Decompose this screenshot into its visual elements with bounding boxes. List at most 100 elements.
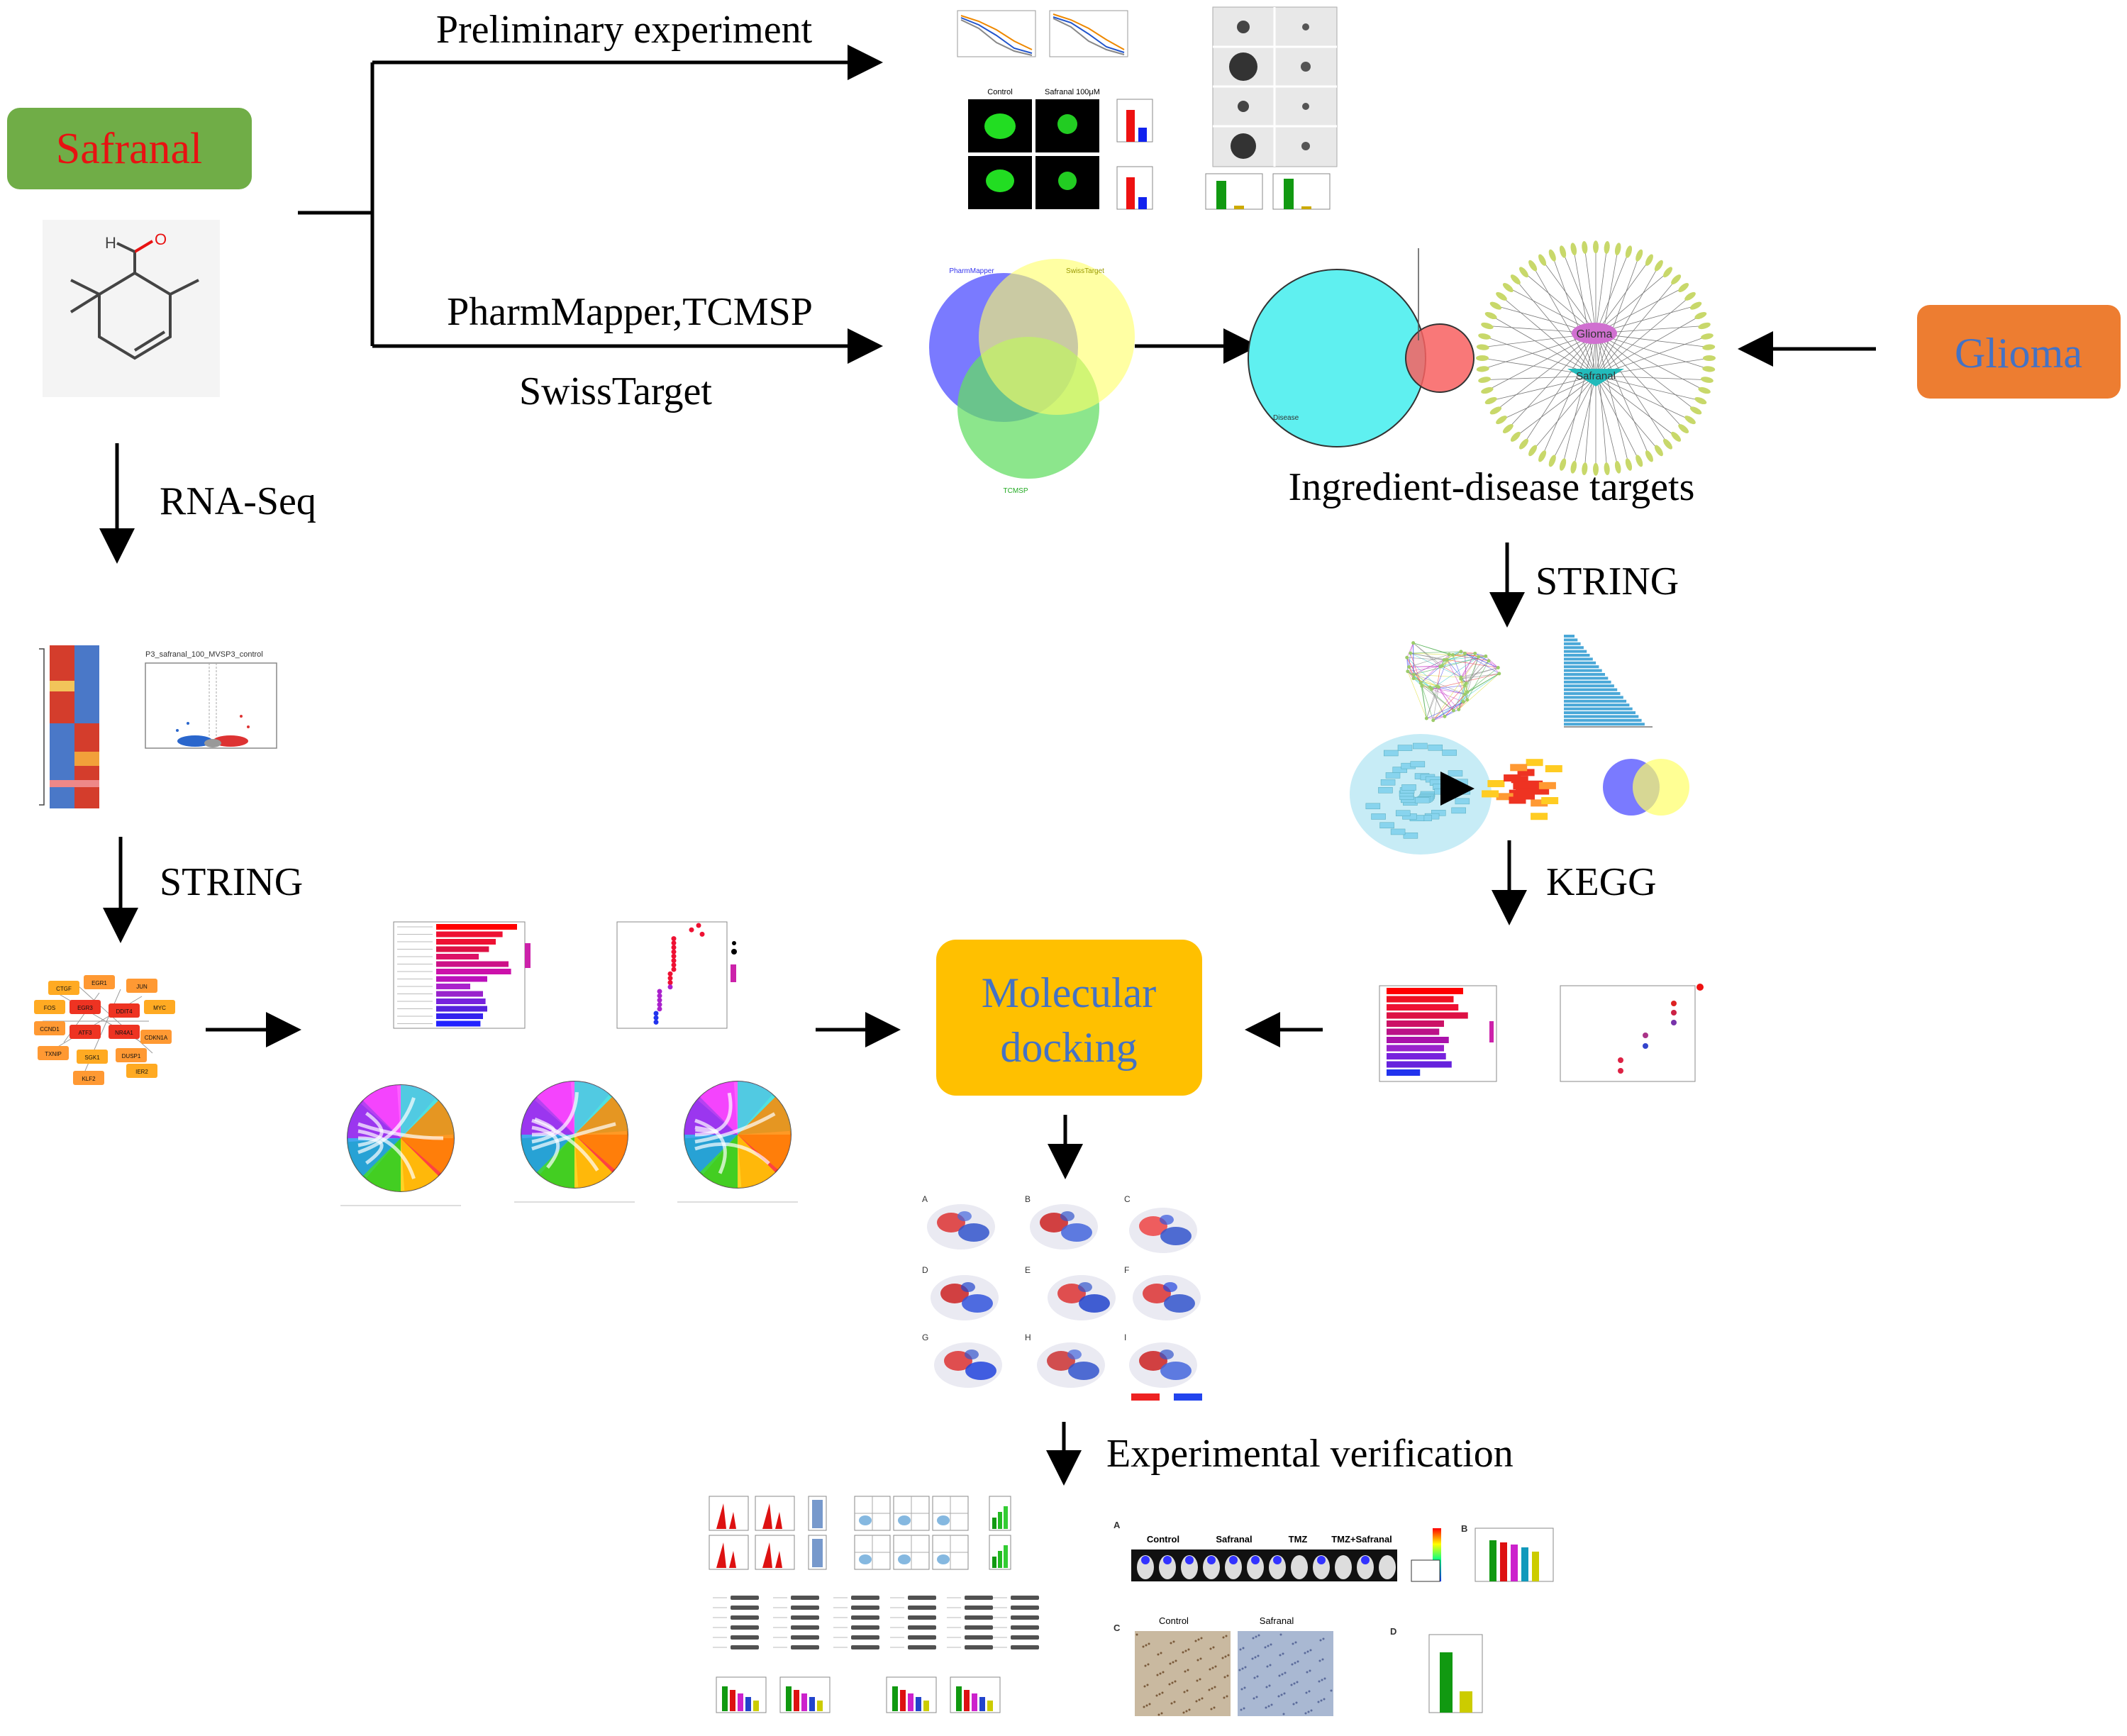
network-spoke: [1595, 375, 1618, 467]
hairball-node: [1442, 658, 1446, 662]
kegg-bar: [1387, 1004, 1459, 1011]
ihc-cell: [1319, 1639, 1322, 1642]
docking-label-1: Molecular: [982, 969, 1157, 1016]
cluster-blue-node: [1453, 779, 1468, 785]
degree-bar: [1564, 635, 1575, 638]
go-dot: [667, 971, 673, 976]
ppi-node: [34, 1000, 65, 1014]
hairball-edge: [1438, 686, 1459, 710]
chord-link: [694, 1118, 727, 1174]
ihc-cell: [1170, 1702, 1173, 1705]
mouse-body: [1225, 1555, 1242, 1579]
hairball-edge: [1409, 667, 1414, 679]
hairball-edge: [1442, 665, 1462, 678]
bottom-bar: [964, 1690, 970, 1711]
ihc-cell: [1173, 1701, 1176, 1703]
blot-band: [965, 1596, 993, 1600]
venn-label-b: SwissTarget: [1066, 267, 1104, 275]
cluster-blue-node: [1434, 788, 1449, 795]
degree-barplot: [1564, 635, 1653, 728]
kegg-bar: [1387, 996, 1454, 1003]
ihc-cell: [1283, 1692, 1286, 1695]
hairball-node: [1465, 690, 1470, 694]
blot-band: [731, 1596, 759, 1600]
cluster-blue-node: [1448, 770, 1463, 777]
hairball-edge: [1437, 666, 1441, 686]
docking-patch: [1067, 1350, 1082, 1359]
go-bar: [436, 984, 470, 989]
mouse-body: [1203, 1555, 1220, 1579]
degree-bar: [1564, 723, 1645, 726]
ihc-cell: [1292, 1642, 1294, 1645]
network-node: [1489, 301, 1502, 310]
left-bar-items: [397, 924, 531, 1027]
hairball-edge: [1453, 655, 1489, 662]
ppi-node: [77, 1050, 108, 1064]
safranal-structure: O H: [43, 220, 220, 397]
label-string-right: STRING: [1535, 560, 1679, 603]
mouse-body: [1181, 1555, 1198, 1579]
double-bond-line: [133, 330, 166, 352]
invivo-col-1: Control: [1147, 1534, 1179, 1545]
docking-patch-blue: [965, 1362, 996, 1380]
network-node: [1689, 406, 1702, 415]
hairball-edge: [1478, 656, 1489, 662]
ihc-cell: [1243, 1707, 1245, 1710]
degree-bar: [1564, 718, 1642, 722]
ihc-cell: [1305, 1691, 1308, 1694]
ihc-cell: [1282, 1652, 1284, 1655]
hairball-node: [1457, 707, 1461, 711]
blot-band: [908, 1596, 936, 1600]
panel-letter: C: [1124, 1194, 1131, 1204]
ihc-cell: [1143, 1706, 1145, 1708]
ihc-cell: [1161, 1691, 1164, 1694]
ihc-cell: [1198, 1698, 1201, 1701]
cluster-blue-node: [1390, 828, 1406, 835]
invivo-col-4: TMZ+Safranal: [1331, 1534, 1392, 1545]
go-dot: [657, 993, 662, 998]
cluster-red-node: [1517, 769, 1535, 777]
ppi-node-label: DDIT4: [116, 1008, 133, 1015]
ppi-node-label: ATF3: [79, 1030, 93, 1036]
hairball-edge: [1465, 653, 1499, 674]
network-spoke: [1552, 255, 1596, 377]
ihc-cell: [1157, 1653, 1160, 1656]
blot-band: [791, 1615, 819, 1620]
go-bar: [436, 1013, 483, 1019]
ihc-cell: [1194, 1640, 1197, 1642]
oxygen-atom: O: [155, 230, 167, 248]
hairball-node: [1405, 655, 1409, 660]
histogram-peak: [729, 1551, 736, 1568]
ihc-cell: [1321, 1679, 1323, 1681]
bottom-bar: [956, 1686, 962, 1711]
cluster-red-node: [1538, 781, 1556, 789]
ppi-node-label: CDKN1A: [145, 1035, 168, 1041]
blot-band: [791, 1635, 819, 1640]
network-node: [1698, 322, 1711, 330]
blot-band: [731, 1625, 759, 1630]
network-node: [1519, 267, 1528, 278]
label-string-left: STRING: [160, 860, 303, 904]
string-hairball: [1405, 641, 1501, 723]
hairball-edge: [1414, 674, 1462, 678]
viability-plot-1: [957, 10, 1036, 57]
glioma-box: [1917, 305, 2121, 399]
network-node: [1635, 455, 1643, 467]
ppi-node-label: EGR3: [77, 1005, 93, 1011]
ihc-cell: [1323, 1677, 1326, 1680]
mouse-body: [1291, 1555, 1308, 1579]
blot-band: [1011, 1625, 1039, 1630]
blot-band: [791, 1645, 819, 1649]
hairball-node: [1451, 708, 1455, 713]
ppi-node: [84, 975, 115, 989]
hairball-edge: [1410, 653, 1421, 684]
go-dot: [657, 997, 662, 1003]
ihc-cell: [1310, 1709, 1313, 1712]
cluster-blue-node: [1379, 822, 1394, 829]
chord-link: [694, 1142, 770, 1165]
docking-patch: [1160, 1215, 1174, 1225]
label-preliminary: Preliminary experiment: [436, 8, 813, 52]
docking-patch: [965, 1350, 979, 1359]
network-node: [1593, 462, 1599, 476]
blot-band: [1011, 1635, 1039, 1640]
